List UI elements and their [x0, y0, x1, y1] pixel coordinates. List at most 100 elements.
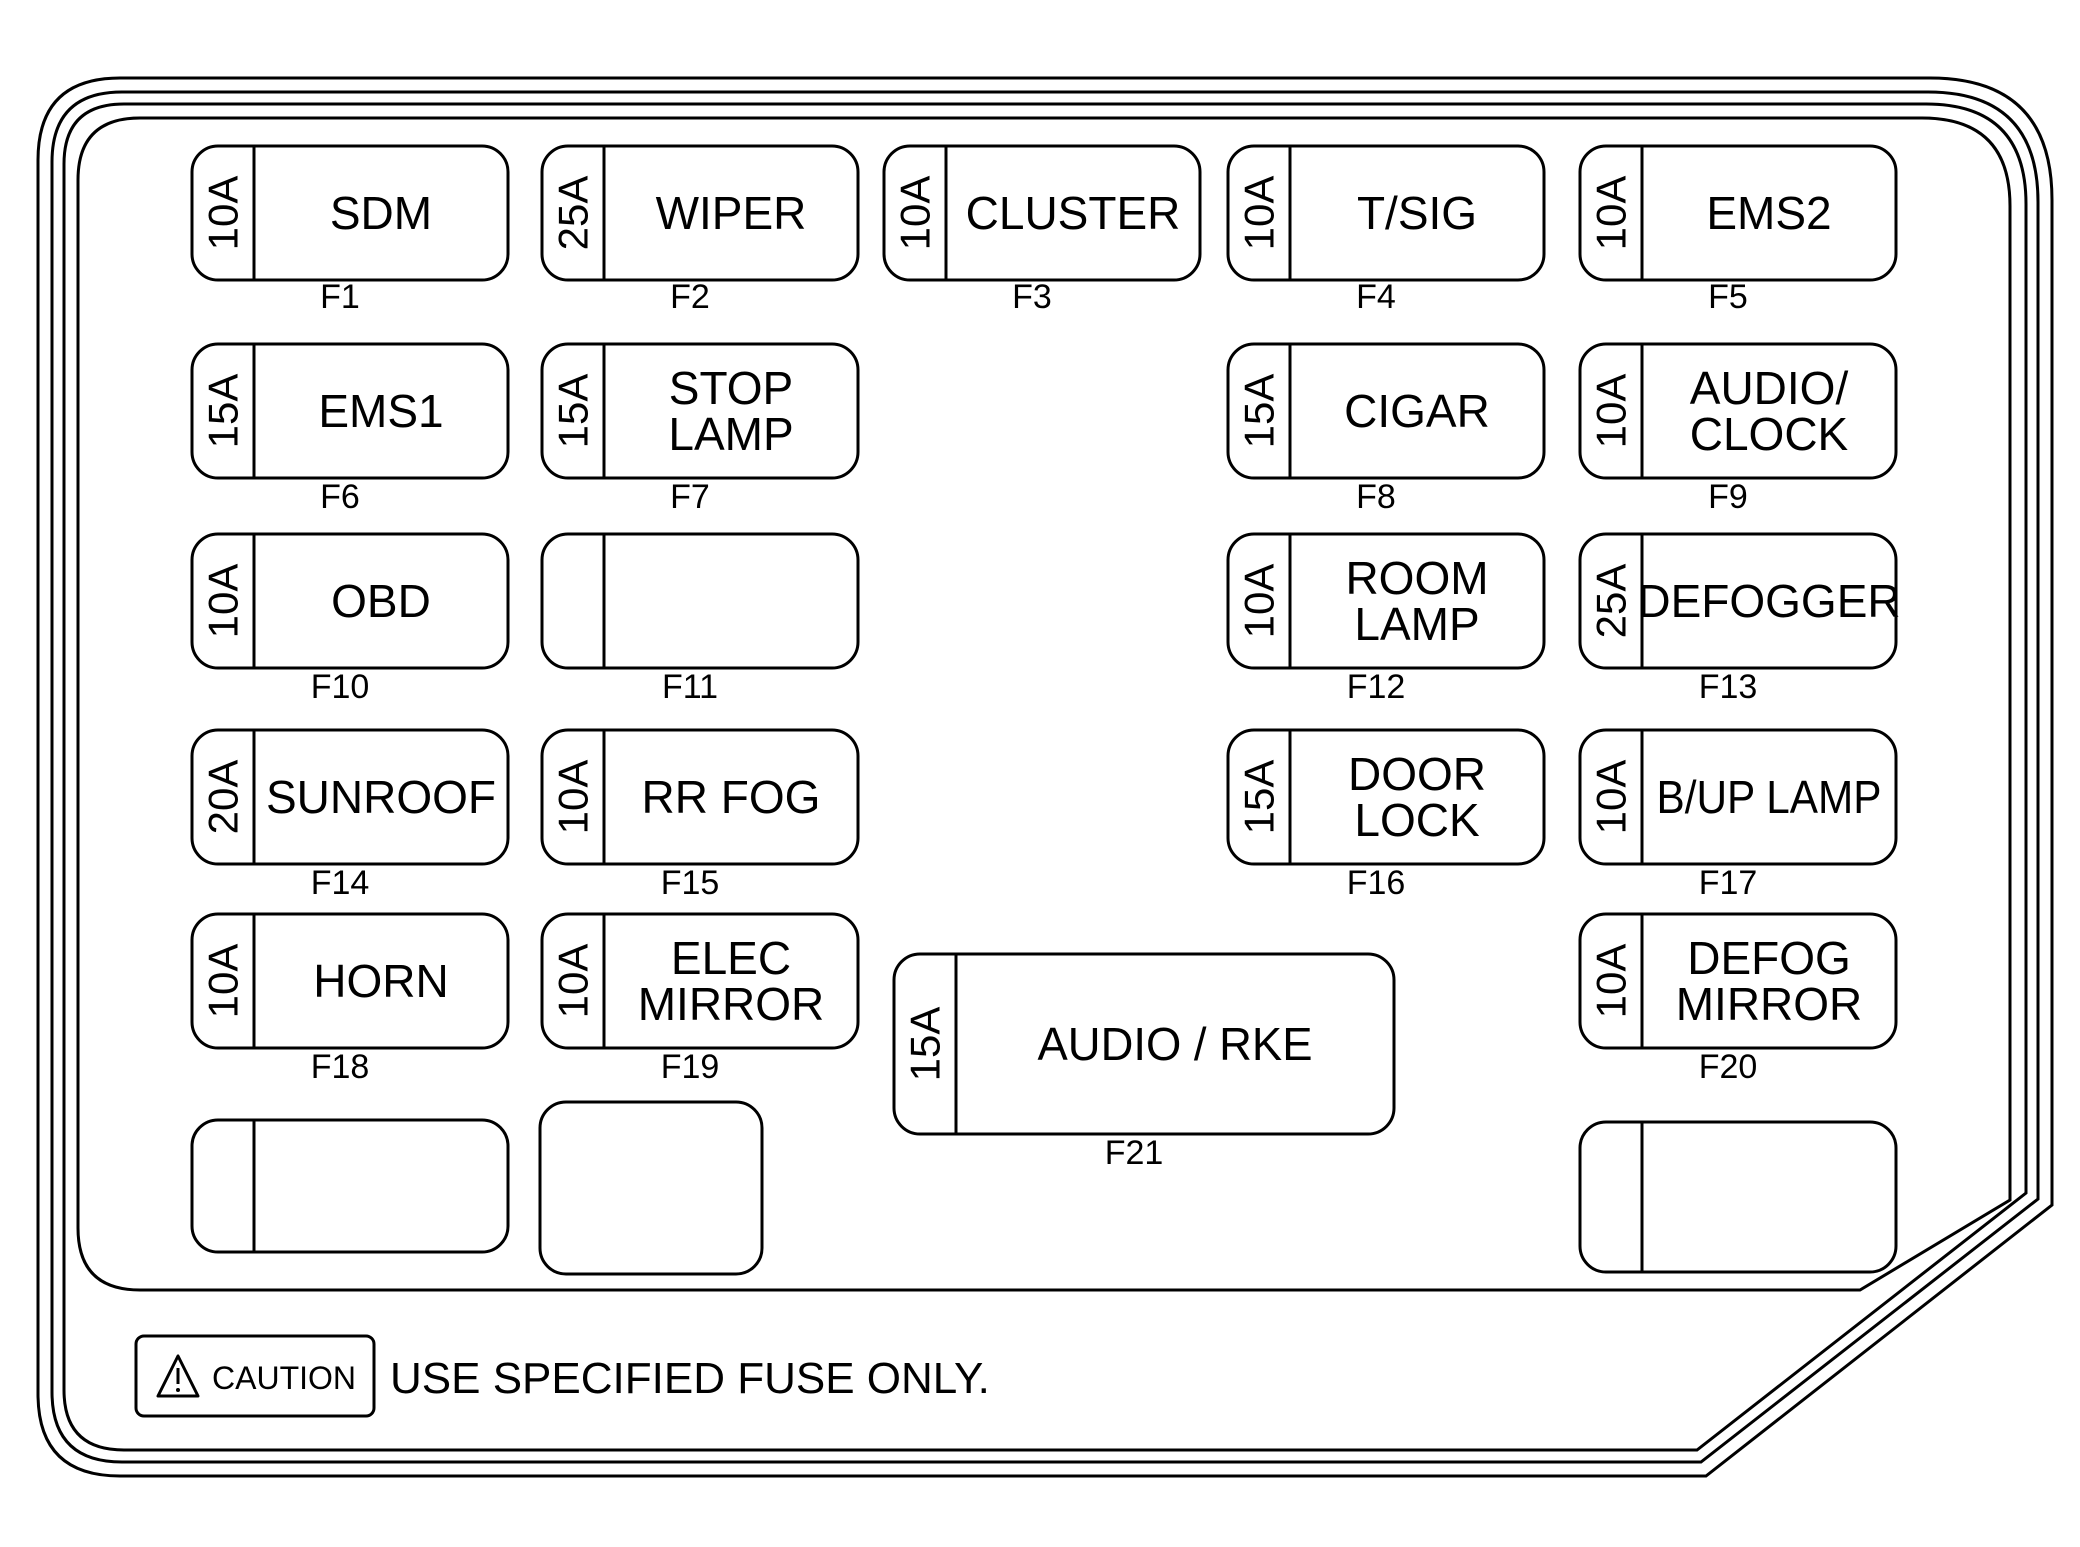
- fuse-rating: 15A: [200, 374, 247, 449]
- caution-badge-label: CAUTION: [212, 1360, 356, 1396]
- fuse-number: F8: [1356, 478, 1396, 516]
- fuse-rating: 10A: [1588, 760, 1635, 835]
- fuse-circuit-label: LOCK: [1354, 794, 1480, 846]
- fuse-number: F2: [670, 278, 710, 316]
- fuse-body: [190, 532, 510, 670]
- fuse-circuit-label: RR FOG: [642, 771, 821, 823]
- fuse-circuit-label: DEFOG: [1687, 932, 1851, 984]
- fuse-circuit-label: DEFOGGER: [1637, 575, 1900, 627]
- fuse-rating: 10A: [200, 944, 247, 1019]
- fuse-circuit-label: MIRROR: [638, 978, 825, 1030]
- fuse-body: [540, 912, 860, 1050]
- fuse-rating: 10A: [1236, 176, 1283, 251]
- fuse-body: [1578, 342, 1898, 480]
- fuse-rating: 15A: [902, 1007, 949, 1082]
- fuse-f4: 10A T/SIG F4: [1226, 144, 1546, 316]
- fuse-number: F12: [1347, 668, 1406, 706]
- fuse-body: [190, 144, 510, 282]
- fuse-body: [892, 952, 1396, 1136]
- fuse-f11: F11: [540, 532, 860, 706]
- fuse-body: [1578, 912, 1898, 1050]
- fuse-number: F4: [1356, 278, 1396, 316]
- fuse-number: F16: [1347, 864, 1406, 902]
- warning-triangle-icon: [156, 1354, 200, 1398]
- fuse-circuit-label: WIPER: [656, 187, 807, 239]
- fuse-number: F11: [662, 668, 718, 706]
- fuse-body: [190, 912, 510, 1050]
- panel-outline-outer: [36, 76, 2054, 1478]
- fuse-number: F20: [1699, 1048, 1758, 1086]
- fuse-body: [190, 728, 510, 866]
- fuse-body: [540, 342, 860, 480]
- fuse-rating: 25A: [550, 176, 597, 251]
- fuse-body: [1578, 144, 1898, 282]
- fuse-circuit-label: AUDIO / RKE: [1038, 1018, 1313, 1070]
- fuse-rating: 10A: [200, 564, 247, 639]
- spare-slot-center: [538, 1100, 764, 1276]
- fuse-circuit-label: EMS1: [318, 385, 443, 437]
- fuse-circuit-label: OBD: [331, 575, 431, 627]
- spare-slot-body: [1578, 1120, 1898, 1274]
- spare-slot-layer: [190, 1100, 1898, 1276]
- fuse-circuit-label: CLOCK: [1690, 408, 1849, 460]
- fuse-rating: 10A: [1236, 564, 1283, 639]
- fuse-number: F13: [1699, 668, 1758, 706]
- fuse-number: F6: [320, 478, 360, 516]
- fuse-number: F14: [311, 864, 370, 902]
- fuse-rating: 10A: [1588, 374, 1635, 449]
- fuse-circuit-label: SDM: [330, 187, 432, 239]
- fuse-number: F7: [670, 478, 710, 516]
- fuse-circuit-label: ELEC: [671, 932, 791, 984]
- fuse-rating: 10A: [1588, 944, 1635, 1019]
- fuse-circuit-label: B/UP LAMP: [1657, 771, 1882, 823]
- fuse-rating: 10A: [200, 176, 247, 251]
- fuse-number: F9: [1708, 478, 1748, 516]
- fuse-rating: 15A: [1236, 760, 1283, 835]
- fuse-rating: 15A: [1236, 374, 1283, 449]
- fuse-rating: 10A: [550, 760, 597, 835]
- fuse-body: [540, 532, 860, 670]
- fuse-circuit-label: T/SIG: [1357, 187, 1477, 239]
- fuse-body: [1226, 728, 1546, 866]
- fuse-f2: 25A WIPER F2: [540, 144, 860, 316]
- spare-slot-left: [190, 1118, 510, 1254]
- fuse-f9: 10A AUDIO/CLOCK F9: [1578, 342, 1898, 516]
- fuse-number: F5: [1708, 278, 1748, 316]
- panel-outline-middle: [50, 90, 2040, 1464]
- fuse-body: [1226, 144, 1546, 282]
- fuse-circuit-label: CIGAR: [1344, 385, 1490, 437]
- fuse-circuit-label: LAMP: [668, 408, 793, 460]
- fuse-circuit-label: STOP: [669, 362, 793, 414]
- spare-slot-body: [190, 1118, 510, 1254]
- fuse-rating: 10A: [1588, 176, 1635, 251]
- fuse-body: [1578, 532, 1898, 670]
- fuse-body: [540, 144, 860, 282]
- fuse-circuit-label: AUDIO/: [1690, 362, 1849, 414]
- fuse-circuit-label: ROOM: [1345, 552, 1488, 604]
- fuse-circuit-label: CLUSTER: [966, 187, 1181, 239]
- fuse-body: [1226, 342, 1546, 480]
- fuse-body: [540, 728, 860, 866]
- fuse-f8: 15A CIGAR F8: [1226, 342, 1546, 516]
- spare-slot-right: [1578, 1120, 1898, 1274]
- fuse-circuit-label: LAMP: [1354, 598, 1479, 650]
- fuse-rating: 15A: [550, 374, 597, 449]
